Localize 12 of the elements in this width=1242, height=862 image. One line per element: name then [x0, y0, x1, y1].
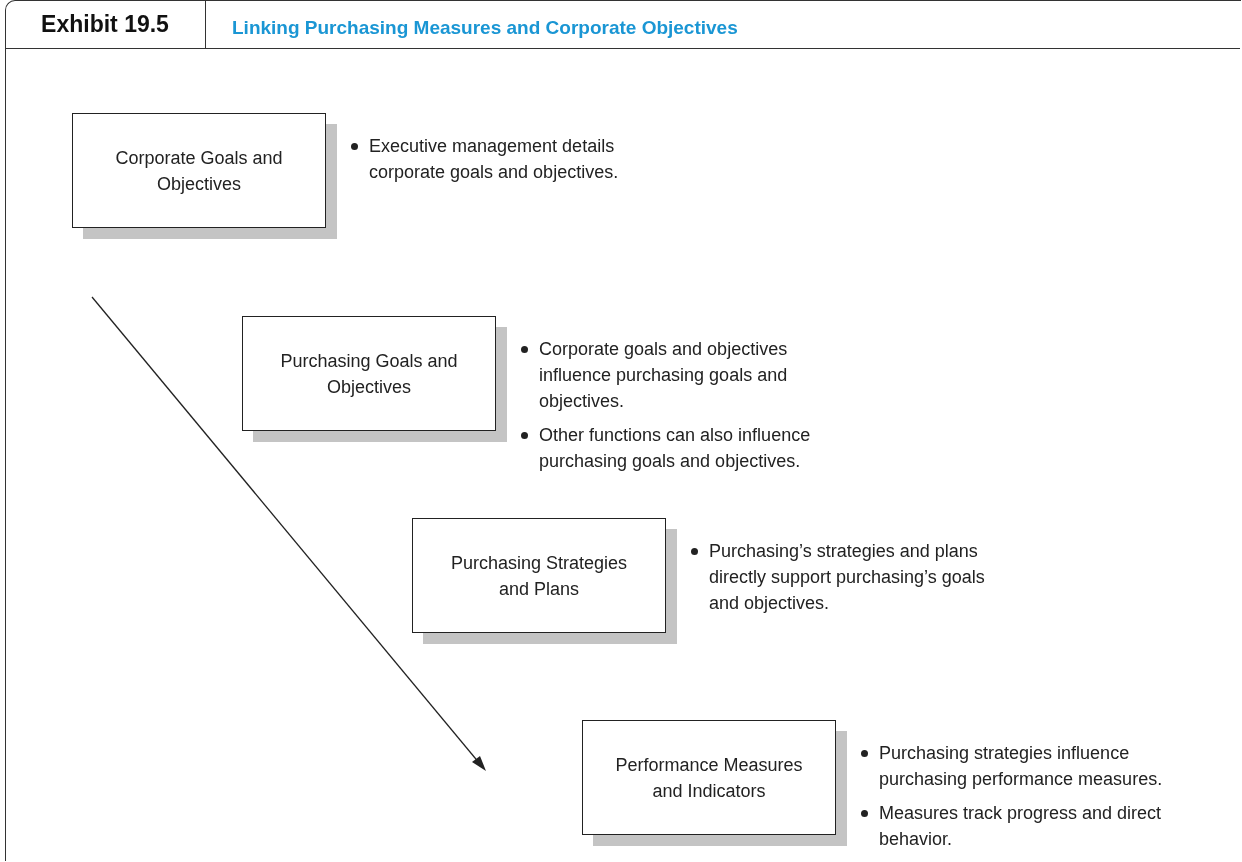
- stage-title: Corporate Goals and Objectives: [114, 146, 284, 196]
- bullet-note: Other functions can also influence purchasing goals and objectives.: [517, 422, 847, 474]
- bullet-note: Measures track progress and direct behavior.: [857, 800, 1187, 852]
- bullet-note: Corporate goals and objectives influence purchasing goals and objectives.: [517, 336, 847, 414]
- stage-title: Performance Measures and Indicators: [614, 753, 804, 803]
- bullet-note: Purchasing’s strategies and plans directly support purchasing’s goals and objectives.: [687, 538, 1017, 616]
- stage-title: Purchasing Goals and Objectives: [279, 349, 459, 399]
- exhibit-number: Exhibit 19.5: [5, 0, 206, 48]
- diagram-title: Linking Purchasing Measures and Corporate Objectives: [232, 17, 738, 39]
- bullet-note: Purchasing strategies influence purchasing performance measures.: [857, 740, 1187, 792]
- bullet-note: Executive management details corporate goals and objectives.: [347, 133, 677, 185]
- stage-title: Purchasing Strategies and Plans: [449, 551, 629, 601]
